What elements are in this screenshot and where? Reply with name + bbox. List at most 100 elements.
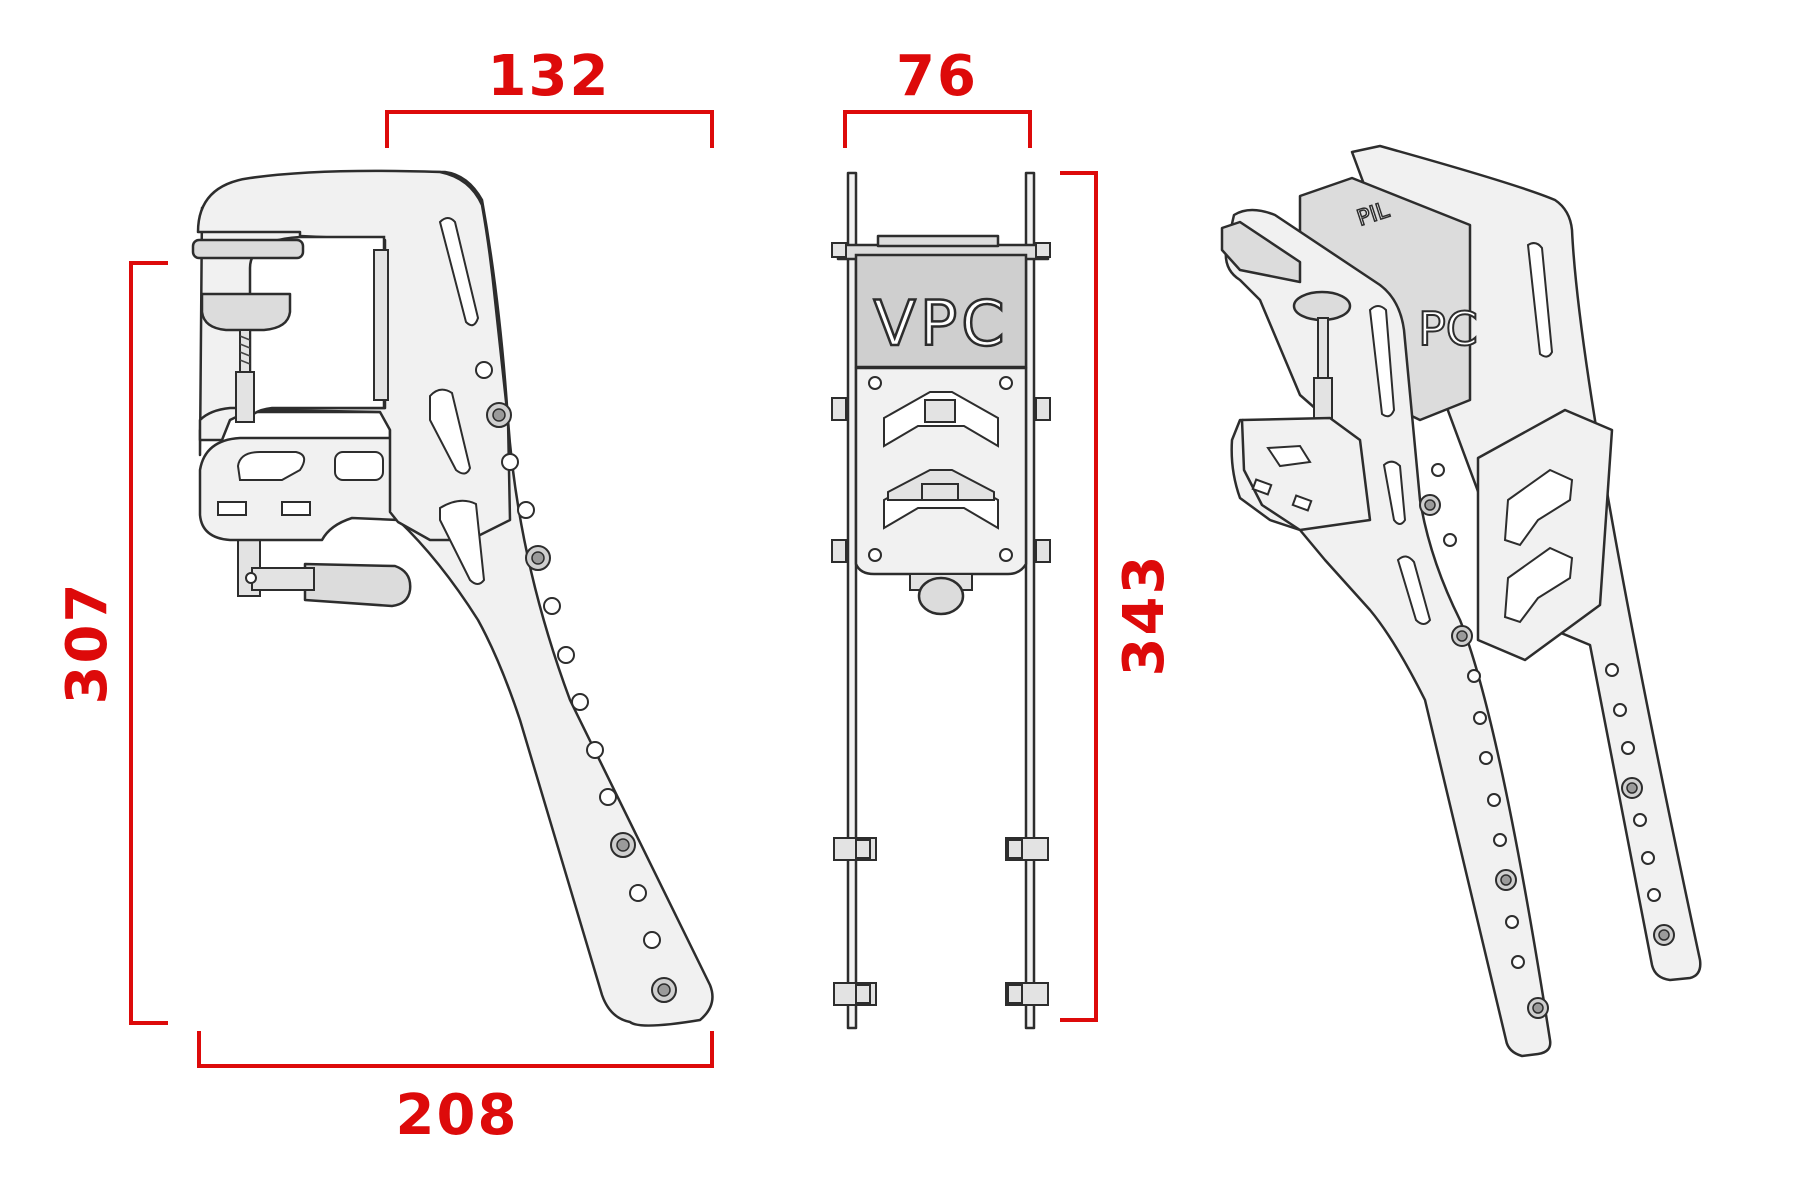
iso-top-jaw (1220, 220, 1302, 284)
bolt (657, 983, 671, 997)
clamp-back-plate (373, 249, 389, 401)
bolt (1424, 499, 1436, 511)
upper-adjust-slot (438, 217, 480, 327)
iso-lower-tab (1251, 478, 1273, 496)
plate-hole (599, 788, 617, 806)
dimension-bracket-middle-vertical (1060, 171, 1098, 1022)
plate-hole (517, 501, 535, 519)
box-top-rail (876, 234, 1000, 248)
lower-arm-tab-slot-2 (281, 501, 311, 516)
plate-hole (571, 693, 589, 711)
lever-pivot-hole (245, 572, 257, 584)
iso-clamp-rod (1317, 317, 1329, 379)
isometric-view: PC PIL (1220, 144, 1702, 1058)
rail-nut (1007, 984, 1023, 1004)
bolt (1456, 630, 1468, 642)
bolt (1500, 874, 1512, 886)
plate-hole (1493, 833, 1507, 847)
plate-hole (1641, 851, 1655, 865)
left-rail (846, 171, 858, 1030)
dimension-label-middle-vertical: 343 (1112, 554, 1177, 677)
dimension-label-left-vertical: 307 (55, 582, 120, 705)
iso-clamp-pad (1292, 290, 1352, 322)
clamp-lever-arm (251, 567, 315, 591)
plate-hole (1505, 915, 1519, 929)
lower-arm-slot-left (236, 451, 306, 481)
plate-hole (1511, 955, 1525, 969)
side-tab (831, 242, 847, 258)
mount-plate-hole (999, 376, 1013, 390)
knob (917, 576, 965, 616)
lower-arm-tab-slot-1 (217, 501, 247, 516)
right-rail (1024, 171, 1036, 1030)
clamp-handle (303, 562, 412, 608)
dimension-label-bottom-left: 208 (396, 1083, 519, 1148)
side-tab (1035, 539, 1051, 563)
plate-hole (1647, 888, 1661, 902)
bolt (531, 551, 545, 565)
side-tab (831, 397, 847, 421)
plate-hole (501, 453, 519, 471)
side-view (191, 169, 714, 1027)
plate-hole (1467, 669, 1481, 683)
plate-hole (643, 931, 661, 949)
clamp-pressure-pad (200, 292, 292, 332)
lower-arm-slot-right (334, 451, 384, 481)
front-view: VPC (831, 171, 1051, 1030)
side-tab (831, 539, 847, 563)
vpc-logo: VPC (873, 287, 1008, 360)
plate-hole (586, 741, 604, 759)
dimension-label-top-middle: 76 (896, 44, 978, 109)
plate-hole (475, 361, 493, 379)
dimension-annotations: 132 76 208 307 343 (55, 44, 1177, 1148)
rail-fasteners (833, 837, 1049, 1006)
iso-back-slot (1526, 242, 1554, 358)
mount-plate-hole (868, 376, 882, 390)
dimension-label-top-left: 132 (488, 44, 611, 109)
clamp-coupling-nut (235, 371, 255, 423)
plate-hole (543, 597, 561, 615)
iso-front-slot (1368, 305, 1396, 418)
dimension-bracket-top-left (385, 110, 714, 148)
box-front-panel (854, 253, 1028, 369)
dimension-bracket-left-vertical (129, 261, 168, 1025)
side-plate-holes (475, 361, 661, 949)
dimension-bracket-bottom-left (197, 1031, 714, 1068)
side-tab (1035, 242, 1051, 258)
plate-hole (1479, 751, 1493, 765)
bolt (616, 838, 630, 852)
chevron-nut-lower (921, 483, 959, 501)
side-plate-bolts (486, 402, 677, 1003)
bolt (1626, 782, 1638, 794)
iso-lower-clamp (1240, 416, 1372, 532)
iso-bolts (1419, 494, 1675, 1019)
iso-back-arm-holes (1605, 663, 1661, 902)
iso-lower-tab-2 (1291, 494, 1313, 512)
iso-chevron-upper (1503, 468, 1574, 547)
iso-chevron-lower (1503, 546, 1574, 624)
iso-front-cutout (1382, 460, 1407, 525)
iso-front-cutout-lower (1396, 555, 1432, 625)
plate-hole (1613, 703, 1627, 717)
iso-lower-slot (1266, 444, 1312, 468)
plate-hole (557, 646, 575, 664)
top-jaw-pad (191, 238, 305, 260)
side-plate-upper (196, 169, 512, 542)
triangle-cutout-upper (429, 388, 472, 475)
plate-hole (1605, 663, 1619, 677)
bolt (492, 408, 506, 422)
iso-front-arm-holes (1431, 463, 1525, 969)
mount-plate-hole (868, 548, 882, 562)
rail-nut (855, 839, 871, 859)
mount-plate-hole (999, 548, 1013, 562)
bolt (1532, 1002, 1544, 1014)
bolt (1658, 929, 1670, 941)
plate-hole (1443, 533, 1457, 547)
plate-hole (1633, 813, 1647, 827)
dimension-bracket-top-middle (843, 110, 1032, 148)
iso-box-logo: PC (1418, 302, 1478, 356)
plate-hole (1487, 793, 1501, 807)
plate-hole (1621, 741, 1635, 755)
chevron-nut-upper (924, 399, 956, 423)
